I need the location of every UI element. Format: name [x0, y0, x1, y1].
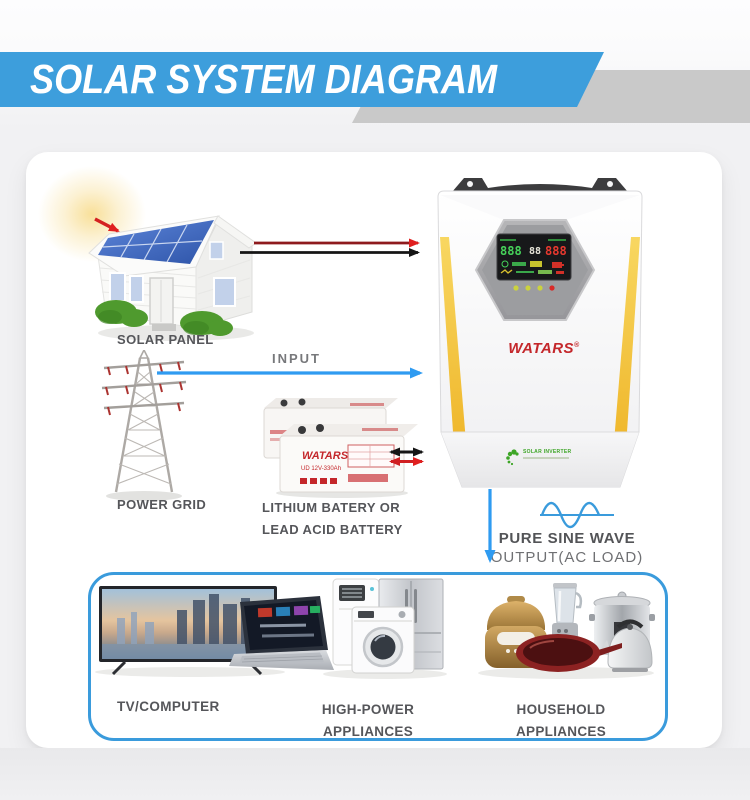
- green-dots-logo-icon: [506, 449, 519, 466]
- solar-panel-house-icon: [88, 215, 257, 341]
- label-input: INPUT: [272, 351, 321, 366]
- label-power-grid: POWER GRID: [117, 497, 207, 512]
- header-banner: [0, 52, 750, 123]
- label-battery: LITHIUM BATERY OR LEAD ACID BATTERY: [262, 497, 403, 541]
- label-high-power-line2: APPLIANCES: [322, 724, 413, 739]
- lcd-right-digits: 888: [545, 244, 567, 258]
- frying-pan-icon: [516, 634, 622, 672]
- label-battery-line2: LEAD ACID BATTERY: [262, 522, 403, 537]
- label-household-line2: APPLIANCES: [515, 724, 606, 739]
- label-battery-line1: LITHIUM BATERY OR: [262, 500, 400, 515]
- label-high-power: HIGH-POWER APPLIANCES: [298, 699, 438, 743]
- laptop-icon: [229, 596, 334, 670]
- inverter-brand-logo: WATARS®: [500, 340, 588, 357]
- label-household: HOUSEHOLD APPLIANCES: [491, 699, 631, 743]
- registered-mark: ®: [574, 342, 580, 349]
- label-tv-computer: TV/COMPUTER: [117, 699, 220, 714]
- label-output: PURE SINE WAVE OUTPUT(AC LOAD): [478, 530, 656, 566]
- battery-brand-text: WATARS: [302, 450, 349, 462]
- page-title: SOLAR SYSTEM DIAGRAM: [30, 56, 498, 102]
- label-household-line1: HOUSEHOLD: [516, 702, 606, 717]
- label-high-power-line1: HIGH-POWER: [321, 702, 415, 717]
- lcd-left-digits: 888: [500, 244, 522, 258]
- blender-icon: [552, 583, 583, 640]
- power-grid-tower-icon: [101, 350, 187, 501]
- appliance-shadows: [95, 667, 654, 679]
- inverter-footer-text: SOLAR INVERTER: [523, 449, 572, 455]
- battery-pair-icon: WATARS UD 12V-330Ah: [263, 398, 418, 498]
- header-blue-ribbon: [0, 52, 604, 107]
- lcd-status-icons: [500, 239, 566, 274]
- label-output-line1: PURE SINE WAVE: [498, 530, 636, 547]
- appliance-output-box: [88, 572, 668, 741]
- label-output-line2: OUTPUT(AC LOAD): [490, 549, 644, 566]
- sine-wave-icon: [540, 501, 614, 529]
- inverter-footer-logo: SOLAR INVERTER: [505, 449, 571, 466]
- indicator-leds: [513, 285, 555, 291]
- washing-machine-icon: [351, 606, 415, 674]
- label-solar-panel: SOLAR PANEL: [117, 332, 214, 347]
- inverter-brand-text: WATARS: [508, 340, 575, 357]
- mounting-bracket-icon: [452, 178, 628, 192]
- lcd-mid-digits: 88: [529, 246, 541, 257]
- footer-shade: [0, 748, 750, 800]
- battery-model-text: UD 12V-330Ah: [301, 466, 341, 472]
- inverter-footer-tagline-line: [523, 457, 569, 459]
- tv-icon: [99, 586, 277, 676]
- inverter-unit: 888 88 888: [437, 178, 643, 488]
